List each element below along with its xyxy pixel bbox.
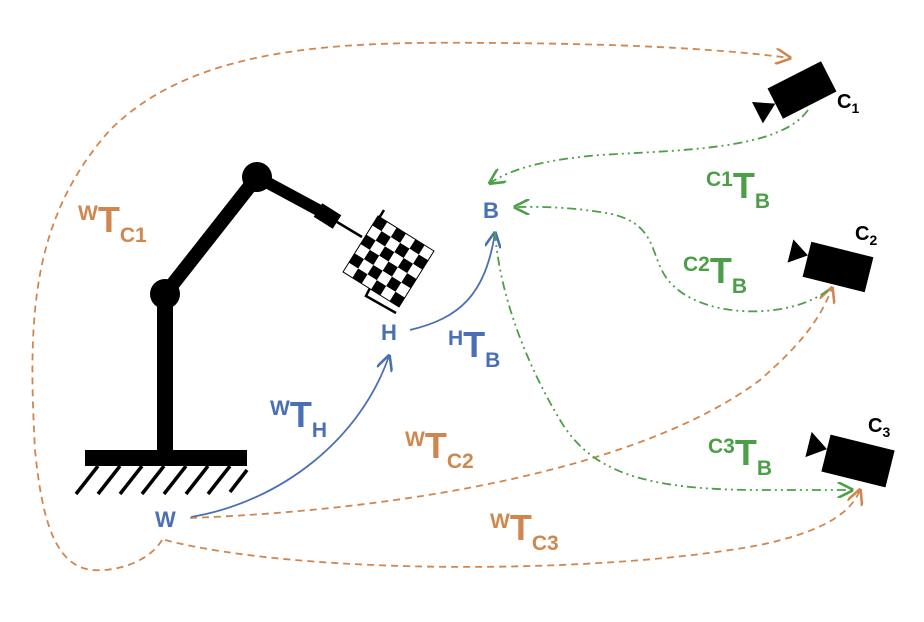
robot-link-2 — [159, 172, 263, 299]
arrow-c1-to-b — [490, 109, 809, 183]
checker-square — [372, 216, 388, 232]
camera-3-label: C3 — [868, 415, 890, 440]
checkerboard — [342, 215, 435, 308]
node-b-label: B — [483, 198, 499, 223]
camera-3 — [805, 431, 895, 488]
checker-square — [386, 276, 402, 292]
checker-square — [375, 231, 391, 247]
robot-base-plate — [85, 450, 247, 466]
checker-square — [360, 234, 376, 250]
label-c2-t-b: C2TB — [683, 250, 747, 298]
checker-square — [352, 268, 368, 284]
checker-square — [409, 239, 425, 255]
ground-hatching — [74, 464, 249, 496]
label-h-t-b: HTB — [448, 324, 500, 372]
checker-square — [364, 249, 380, 265]
camera-2-label: C2 — [855, 223, 877, 248]
arrow-w-to-c2 — [189, 288, 832, 519]
arrow-h-to-b — [409, 233, 495, 331]
label-w-t-c3: WTC3 — [490, 507, 559, 555]
checker-square — [397, 257, 413, 274]
checker-square — [412, 254, 429, 270]
checker-square — [348, 253, 365, 269]
robot-arm — [74, 162, 404, 496]
label-c1-t-b: C1TB — [706, 165, 770, 213]
robot-joint-shoulder — [242, 162, 272, 192]
arrow-w-to-c3 — [164, 490, 860, 568]
arrow-b-to-c3 — [494, 231, 852, 490]
arrow-w-to-h — [190, 356, 389, 518]
robot-joint-elbow — [150, 279, 180, 309]
arrow-c2-to-b — [515, 207, 829, 313]
checker-square — [389, 291, 405, 307]
checker-square — [371, 280, 387, 296]
camera-1 — [752, 61, 837, 124]
camera-1-label: C1 — [837, 91, 859, 116]
checker-square — [367, 264, 383, 281]
checker-square — [401, 273, 417, 289]
robot-wrist — [313, 203, 342, 229]
label-w-t-c1: WTC1 — [78, 199, 147, 247]
checker-square — [382, 261, 398, 277]
gripper-stem — [336, 220, 363, 239]
label-w-t-h: WTH — [270, 394, 327, 442]
node-h-label: H — [381, 320, 397, 345]
checker-square — [394, 242, 410, 258]
checker-square — [390, 227, 406, 243]
label-w-t-c2: WTC2 — [405, 425, 474, 473]
node-w-label: W — [155, 507, 176, 532]
checker-square — [379, 246, 395, 262]
camera-2 — [787, 239, 874, 293]
arrow-w-to-c1 — [31, 41, 790, 572]
label-c3-t-b: C3TB — [708, 432, 772, 480]
